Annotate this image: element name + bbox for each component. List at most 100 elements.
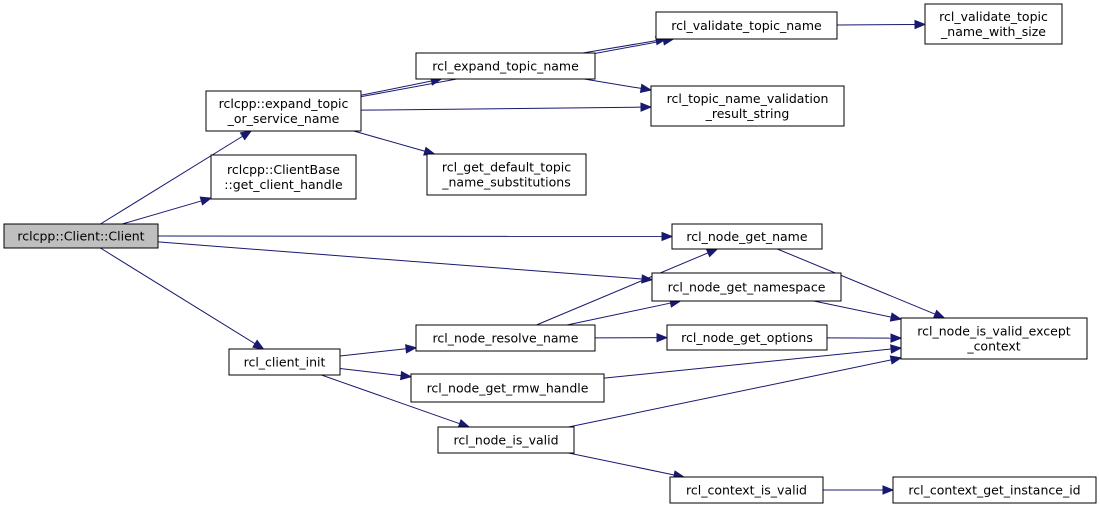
- edge-line: [813, 300, 892, 318]
- node-label: ::get_client_handle: [224, 177, 343, 192]
- edge-line: [157, 241, 643, 280]
- node-expand-topic-or-service[interactable]: rclcpp::expand_topic_or_service_name: [205, 90, 362, 132]
- node-get-client-handle[interactable]: rclcpp::ClientBase::get_client_handle: [210, 154, 357, 200]
- node-box: [3, 223, 159, 249]
- arrowhead-icon: [199, 196, 213, 206]
- node-box: [669, 476, 824, 504]
- node-rcl-node-get-namespace[interactable]: rcl_node_get_namespace: [651, 272, 842, 302]
- node-label: rcl_client_init: [244, 355, 326, 370]
- node-label: rcl_context_get_instance_id: [908, 483, 1080, 498]
- arrowhead-icon: [405, 344, 418, 354]
- arrowhead-icon: [457, 419, 471, 428]
- node-rcl-context-get-instance-id[interactable]: rcl_context_get_instance_id: [892, 476, 1097, 504]
- node-rcl-validation-result-string[interactable]: rcl_topic_name_validation_result_string: [650, 85, 845, 127]
- edge-rcl_client_init-to-rcl_node_resolve_name: [339, 344, 418, 357]
- node-rcl-node-is-valid[interactable]: rcl_node_is_valid: [437, 426, 575, 454]
- arrowhead-icon: [400, 370, 413, 381]
- node-label: _name_substitutions: [441, 175, 571, 190]
- arrowhead-icon: [932, 309, 946, 319]
- edge-line: [582, 40, 657, 54]
- edge-rcl_context_is_valid-to-rcl_context_get_instance_id: [823, 485, 895, 495]
- edge-line: [603, 348, 892, 379]
- node-box: [415, 52, 596, 80]
- arrowhead-icon: [889, 355, 903, 365]
- node-label: rcl_topic_name_validation: [667, 91, 829, 106]
- edge-line: [536, 252, 709, 326]
- node-label: rcl_node_get_rmw_handle: [427, 381, 589, 396]
- node-box: [924, 3, 1063, 45]
- node-label: rclcpp::expand_topic: [219, 96, 349, 111]
- edge-line: [339, 367, 402, 377]
- node-label: rcl_node_resolve_name: [433, 331, 579, 346]
- arrowhead-icon: [705, 248, 719, 258]
- node-rcl-node-resolve-name[interactable]: rcl_node_resolve_name: [415, 324, 596, 352]
- arrowhead-icon: [639, 83, 653, 94]
- node-label: rcl_node_get_name: [686, 229, 807, 244]
- node-label: rcl_node_is_valid: [453, 433, 558, 448]
- edge-line: [339, 348, 407, 357]
- node-label: rcl_get_default_topic: [442, 160, 571, 175]
- node-label: _result_string: [705, 106, 790, 121]
- node-label: _context: [966, 339, 1020, 354]
- edge-line: [777, 248, 936, 315]
- node-client[interactable]: rclcpp::Client::Client: [3, 223, 159, 249]
- node-rcl-validate-topic-name[interactable]: rcl_validate_topic_name: [655, 11, 838, 40]
- node-rcl-context-is-valid[interactable]: rcl_context_is_valid: [669, 476, 824, 504]
- node-label: rclcpp::ClientBase: [227, 162, 340, 177]
- edge-expand_topic_or_service-to-rcl_expand_topic_name: [360, 76, 443, 96]
- edge-client-to-rcl_client_init: [100, 247, 265, 350]
- edge-expand_topic_or_service-to-rcl_get_default_substitutions: [353, 130, 436, 156]
- function-nodes: rclcpp::Client::Client rclcpp::expand_top…: [3, 3, 1097, 504]
- arrowhead-icon: [882, 485, 895, 495]
- edge-rcl_node_resolve_name-to-rcl_node_get_namespace: [566, 298, 682, 326]
- node-rcl-get-default-substitutions[interactable]: rcl_get_default_topic_name_substitutions: [426, 153, 587, 196]
- edge-rcl_node_get_namespace-to-rcl_node_is_valid_except_context: [813, 300, 903, 322]
- edge-line: [568, 359, 892, 428]
- node-rcl-node-get-name[interactable]: rcl_node_get_name: [671, 223, 823, 250]
- edge-rcl_client_init-to-rcl_node_get_rmw_handle: [339, 367, 413, 381]
- arrowhead-icon: [640, 102, 653, 112]
- edge-line: [566, 302, 671, 326]
- node-box: [437, 426, 575, 454]
- node-label: rcl_validate_topic_name: [671, 18, 822, 33]
- node-box: [650, 85, 845, 127]
- node-label: rcl_expand_topic_name: [432, 59, 579, 74]
- node-rcl-node-is-valid-except-context[interactable]: rcl_node_is_valid_except_context: [900, 317, 1088, 360]
- edge-line: [568, 452, 675, 476]
- edge-rcl_expand_topic_name-to-rcl_validation_result_string: [584, 78, 653, 94]
- node-box: [671, 223, 823, 250]
- node-rcl-client-init[interactable]: rcl_client_init: [228, 348, 341, 376]
- edge-rcl_node_get_options-to-rcl_node_is_valid_except_context: [826, 333, 903, 343]
- node-box: [410, 373, 605, 403]
- edge-line: [584, 78, 642, 89]
- edge-rcl_node_get_rmw_handle-to-rcl_node_is_valid_except_context: [603, 344, 903, 379]
- node-rcl-expand-topic-name[interactable]: rcl_expand_topic_name: [415, 52, 596, 80]
- node-label: rcl_node_get_options: [681, 330, 813, 345]
- edge-line: [100, 135, 243, 225]
- node-box: [426, 153, 587, 196]
- node-box: [415, 324, 596, 352]
- edge-line: [360, 106, 642, 111]
- edge-rcl_node_resolve_name-to-rcl_node_get_options: [594, 332, 669, 343]
- node-rcl-node-get-rmw-handle[interactable]: rcl_node_get_rmw_handle: [410, 373, 605, 403]
- node-box: [900, 317, 1088, 360]
- arrowhead-icon: [252, 339, 265, 350]
- edge-rcl_validate_topic_name-to-rcl_validate_with_size: [836, 19, 927, 30]
- edge-client-to-expand_topic_or_service: [100, 130, 253, 225]
- node-label: rclcpp::Client::Client: [17, 229, 144, 244]
- node-rcl-validate-with-size[interactable]: rcl_validate_topic_name_with_size: [924, 3, 1063, 45]
- node-label: _or_service_name: [227, 111, 340, 126]
- edge-line: [122, 200, 202, 225]
- node-box: [228, 348, 341, 376]
- node-label: rcl_node_is_valid_except: [917, 324, 1070, 339]
- edge-rcl_node_is_valid-to-rcl_context_is_valid: [568, 452, 686, 480]
- edge-line: [321, 374, 460, 425]
- arrowhead-icon: [661, 231, 674, 242]
- node-box: [205, 90, 362, 132]
- edge-rcl_client_init-to-rcl_node_is_valid: [321, 374, 471, 428]
- node-box: [666, 324, 828, 351]
- arrowhead-icon: [890, 333, 903, 343]
- edge-line: [100, 247, 256, 345]
- node-rcl-node-get-options[interactable]: rcl_node_get_options: [666, 324, 828, 351]
